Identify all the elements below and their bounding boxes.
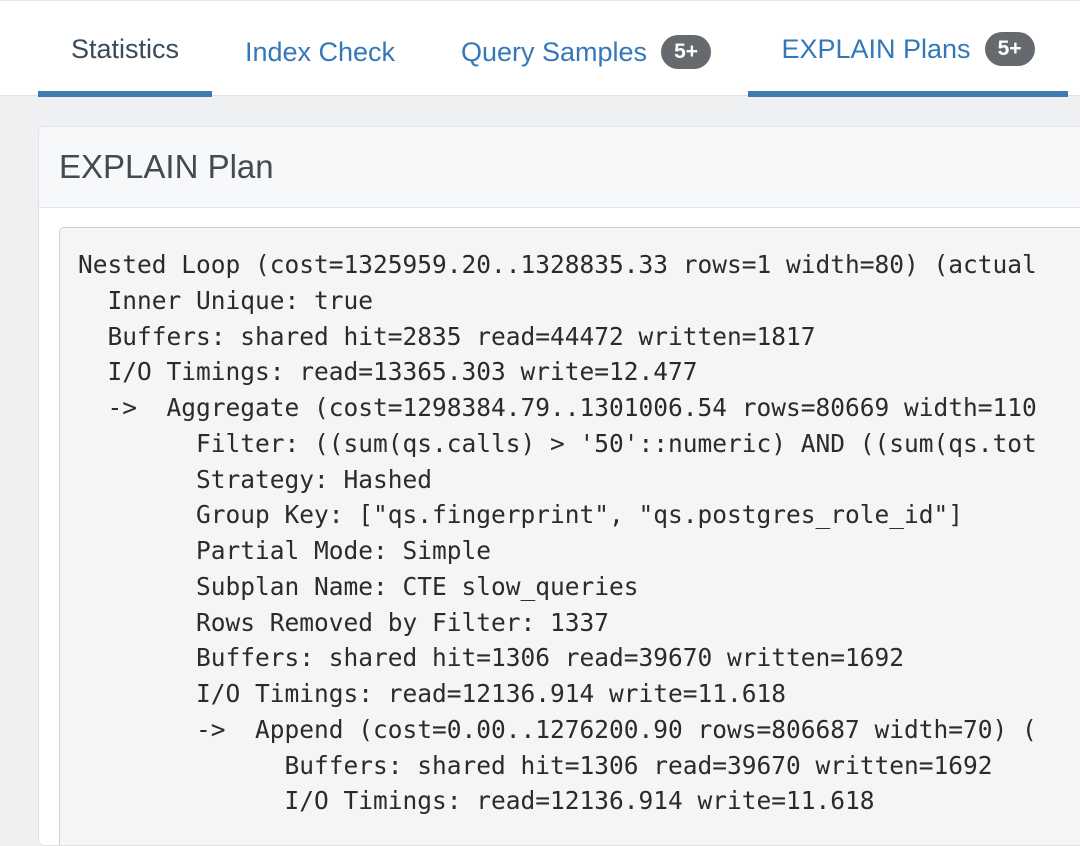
plan-line: Buffers: shared hit=2835 read=44472 writ… [78, 322, 816, 351]
panel-header: EXPLAIN Plan [39, 127, 1080, 208]
plan-line: -> Append (cost=0.00..1276200.90 rows=80… [78, 715, 1037, 744]
tab-query-samples-label: Query Samples [460, 36, 648, 67]
tab-index-check[interactable]: Index Check [228, 1, 412, 97]
plan-line: Subplan Name: CTE slow_queries [78, 572, 639, 601]
plan-line: Buffers: shared hit=1306 read=39670 writ… [78, 643, 905, 672]
explain-plan-panel: EXPLAIN Plan Nested Loop (cost=1325959.2… [38, 126, 1080, 846]
plan-line: I/O Timings: read=13365.303 write=12.477 [78, 357, 698, 386]
plan-line: -> Aggregate (cost=1298384.79..1301006.5… [78, 393, 1037, 422]
tab-query-samples[interactable]: Query Samples 5+ [440, 1, 732, 97]
explain-plans-count-badge: 5+ [984, 32, 1035, 66]
tab-explain-plans-label: EXPLAIN Plans [781, 33, 971, 64]
tab-bar: Statistics Index Check Query Samples 5+ … [0, 0, 1080, 97]
query-samples-count-badge: 5+ [661, 35, 712, 69]
panel-title: EXPLAIN Plan [59, 148, 274, 185]
plan-line: Rows Removed by Filter: 1337 [78, 608, 610, 637]
tab-statistics[interactable]: Statistics [38, 1, 212, 97]
tab-index-check-label: Index Check [244, 36, 396, 67]
plan-line: Nested Loop (cost=1325959.20..1328835.33… [78, 250, 1037, 279]
explain-plan-code: Nested Loop (cost=1325959.20..1328835.33… [59, 227, 1080, 845]
tab-statistics-label: Statistics [70, 33, 180, 64]
plan-line: Partial Mode: Simple [78, 536, 492, 565]
plan-line: Strategy: Hashed [78, 465, 433, 494]
plan-line: Group Key: ["qs.fingerprint", "qs.postgr… [78, 500, 964, 529]
plan-line: I/O Timings: read=12136.914 write=11.618 [78, 679, 787, 708]
plan-line: Buffers: shared hit=1306 read=39670 writ… [78, 751, 993, 780]
plan-line: I/O Timings: read=12136.914 write=11.618 [78, 786, 875, 815]
tab-explain-plans[interactable]: EXPLAIN Plans 5+ [748, 1, 1068, 97]
plan-line: Inner Unique: true [78, 286, 374, 315]
plan-line: Filter: ((sum(qs.calls) > '50'::numeric)… [78, 429, 1037, 458]
